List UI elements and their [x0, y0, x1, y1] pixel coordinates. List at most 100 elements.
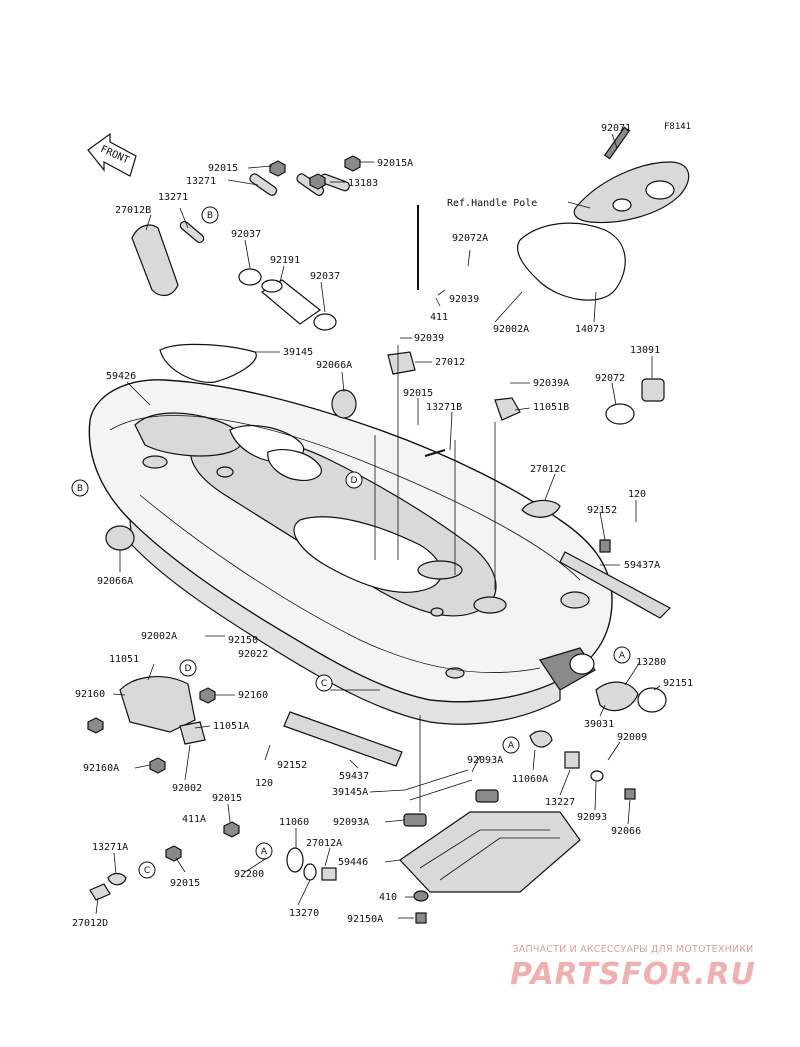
- part-label: 92037: [231, 229, 261, 240]
- part-label: 92002A: [141, 631, 177, 642]
- part-label: 92160: [238, 690, 268, 701]
- part-label: 120: [255, 778, 273, 789]
- part-label: 39031: [584, 719, 614, 730]
- part-label: 410: [379, 892, 397, 903]
- clamp-part: [313, 313, 337, 331]
- clip-part: [107, 872, 127, 886]
- part-label: 92002A: [493, 324, 529, 335]
- part-label: 92093A: [467, 755, 503, 766]
- front-arrow-icon: FRONT: [87, 132, 137, 177]
- ref-note: Ref.Handle Pole: [447, 198, 537, 209]
- leader-lines: [95, 133, 661, 919]
- plate-part: [179, 220, 205, 244]
- washer-part: [413, 890, 429, 902]
- part-label: 13271: [158, 192, 188, 203]
- part-label: 411A: [182, 814, 206, 825]
- callout-a-right: A: [613, 646, 631, 664]
- svg-text:C: C: [144, 866, 150, 876]
- part-label: 13280: [636, 657, 666, 668]
- rail-part: [283, 711, 403, 767]
- bracket-part: [494, 397, 521, 421]
- callout-d-left: D: [179, 659, 197, 677]
- part-label: 59446: [338, 857, 368, 868]
- handle-pole-cover: [517, 161, 690, 301]
- part-label: 11051B: [533, 402, 569, 413]
- part-label: 411: [430, 312, 448, 323]
- part-label: 92191: [270, 255, 300, 266]
- bolt-part: [599, 539, 611, 553]
- part-label: 92160: [75, 689, 105, 700]
- part-labels: 92071 Ref.Handle Pole 92015 92015A 13271…: [72, 123, 693, 929]
- ring-part: [637, 687, 667, 713]
- part-label: 27012B: [115, 205, 151, 216]
- part-label: 13091: [630, 345, 660, 356]
- ring-part: [286, 847, 304, 873]
- part-label: 92039A: [533, 378, 569, 389]
- nut-part: [149, 757, 166, 774]
- part-label: 11060: [279, 817, 309, 828]
- nut-part: [344, 155, 361, 172]
- callout-b-left: B: [71, 479, 89, 497]
- nut-part: [309, 173, 326, 190]
- part-label: 92009: [617, 732, 647, 743]
- cone-part: [595, 681, 639, 712]
- part-label: 13271A: [92, 842, 128, 853]
- part-label: 27012C: [530, 464, 566, 475]
- part-label: 27012: [435, 357, 465, 368]
- part-label: 11051A: [213, 721, 249, 732]
- part-label: 92200: [234, 869, 264, 880]
- svg-text:B: B: [77, 484, 83, 494]
- part-label: 92066A: [316, 360, 352, 371]
- part-label: 92015: [170, 878, 200, 889]
- part-label: 13270: [289, 908, 319, 919]
- clamp-part: [605, 403, 635, 425]
- part-label: 92037: [310, 271, 340, 282]
- part-label: 92071: [601, 123, 631, 134]
- pump-plate: [399, 789, 581, 893]
- part-label: 92093A: [333, 817, 369, 828]
- seal-ring: [159, 343, 257, 383]
- watermark-caption: ЗАПЧАСТИ И АКСЕССУАРЫ ДЛЯ МОТОТЕХНИКИ: [512, 944, 754, 955]
- plate-part: [387, 351, 416, 375]
- part-label: 92002: [172, 783, 202, 794]
- nut-part: [199, 687, 216, 704]
- cap-part: [331, 389, 357, 419]
- washer-part: [303, 863, 317, 881]
- tube-part: [260, 279, 322, 325]
- block-part: [641, 378, 665, 402]
- svg-text:B: B: [207, 211, 213, 221]
- watermark: ЗАПЧАСТИ И АКСЕССУАРЫ ДЛЯ МОТОТЕХНИКИ PA…: [478, 944, 788, 992]
- plate-part: [89, 883, 111, 901]
- part-label: 92072A: [452, 233, 488, 244]
- callout-a-mid: A: [502, 736, 520, 754]
- part-label: 92093: [577, 812, 607, 823]
- part-label: 92150A: [347, 914, 383, 925]
- part-label: 27012A: [306, 838, 342, 849]
- nut-part: [87, 717, 104, 734]
- part-label: 13271B: [426, 402, 462, 413]
- part-label: 120: [628, 489, 646, 500]
- part-label: 92152: [277, 760, 307, 771]
- part-label: 92152: [587, 505, 617, 516]
- part-label: 11060A: [512, 774, 548, 785]
- part-label: 92022: [238, 649, 268, 660]
- nut-part: [223, 821, 240, 838]
- part-label: 92066: [611, 826, 641, 837]
- callout-c-bottom: C: [138, 861, 156, 879]
- svg-text:C: C: [321, 679, 327, 689]
- part-label: 59437: [339, 771, 369, 782]
- bracket-part: [179, 721, 206, 745]
- figure-code: F8141: [664, 122, 691, 132]
- plate-part: [521, 499, 561, 518]
- part-label: 92066A: [97, 576, 133, 587]
- rail-part: [559, 551, 671, 619]
- callout-c-hull: C: [315, 674, 333, 692]
- part-label: 92151: [663, 678, 693, 689]
- pin-part: [424, 449, 446, 457]
- part-label: 92150: [228, 635, 258, 646]
- part-label: 92015: [403, 388, 433, 399]
- part-label: 92015: [208, 163, 238, 174]
- part-label: 92072: [595, 373, 625, 384]
- part-label: 92015: [212, 793, 242, 804]
